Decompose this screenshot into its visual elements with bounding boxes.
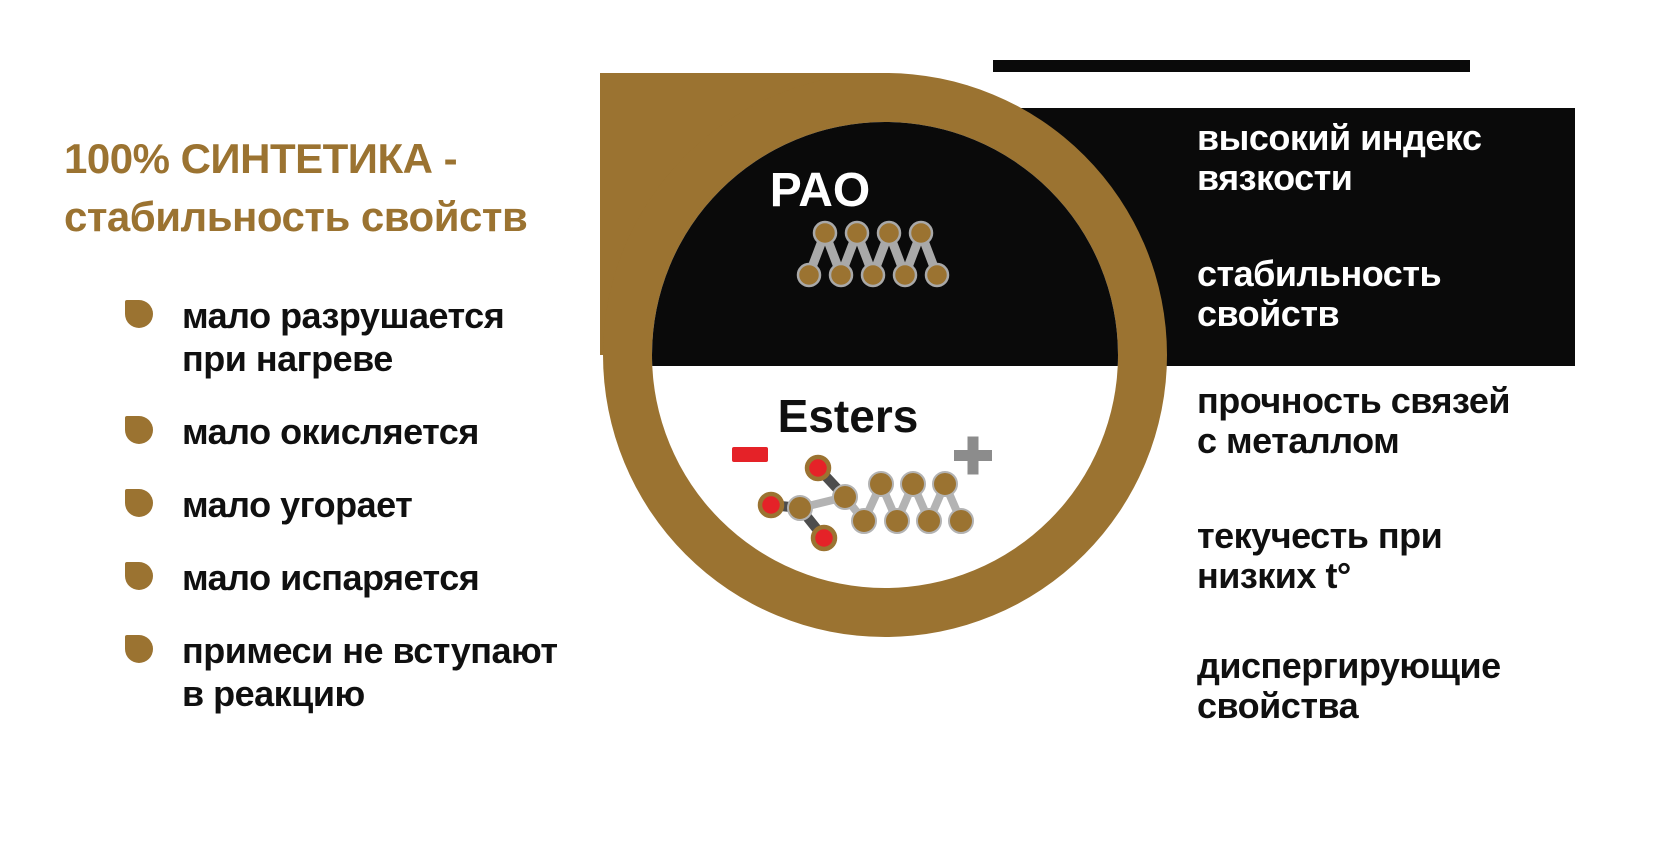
list-item: мало испаряется xyxy=(125,556,595,599)
pao-label: PAO xyxy=(770,164,870,217)
list-item-label: мало разрушается при нагреве xyxy=(182,295,505,379)
minus-icon xyxy=(732,447,768,462)
page-title: 100% СИНТЕТИКА - стабильность свойств xyxy=(64,135,528,240)
list-item: примеси не вступают в реакцию xyxy=(125,629,595,715)
esters-benefit-label: прочность связей с металлом xyxy=(1197,380,1511,461)
drop-bullet-icon xyxy=(125,562,153,590)
list-item: мало разрушается при нагреве xyxy=(125,294,595,380)
list-item: мало угорает xyxy=(125,483,595,526)
esters-benefit-label: диспергирующие свойства xyxy=(1197,645,1501,726)
pao-benefit-label: стабильность свойств xyxy=(1197,253,1442,334)
esters-molecule-icon xyxy=(757,454,974,552)
list-item-label: мало испаряется xyxy=(182,557,480,598)
list-item-label: примеси не вступают в реакцию xyxy=(182,630,558,714)
top-black-strip xyxy=(993,60,1470,72)
pao-benefit-label: высокий индекс вязкости xyxy=(1197,117,1482,198)
list-item-label: мало угорает xyxy=(182,484,413,525)
list-item: мало окисляется xyxy=(125,410,595,453)
esters-benefit-label: текучесть при низких t° xyxy=(1197,515,1443,596)
list-item-label: мало окисляется xyxy=(182,411,479,452)
drop-bullet-icon xyxy=(125,416,153,444)
esters-label: Esters xyxy=(778,390,919,442)
drop-bullet-icon xyxy=(125,300,153,328)
pao-molecule-icon xyxy=(796,220,950,288)
drop-bullet-icon xyxy=(125,489,153,517)
drop-bullet-icon xyxy=(125,635,153,663)
plus-icon xyxy=(954,436,992,475)
benefits-list: мало разрушается при нагреве мало окисля… xyxy=(125,294,595,745)
